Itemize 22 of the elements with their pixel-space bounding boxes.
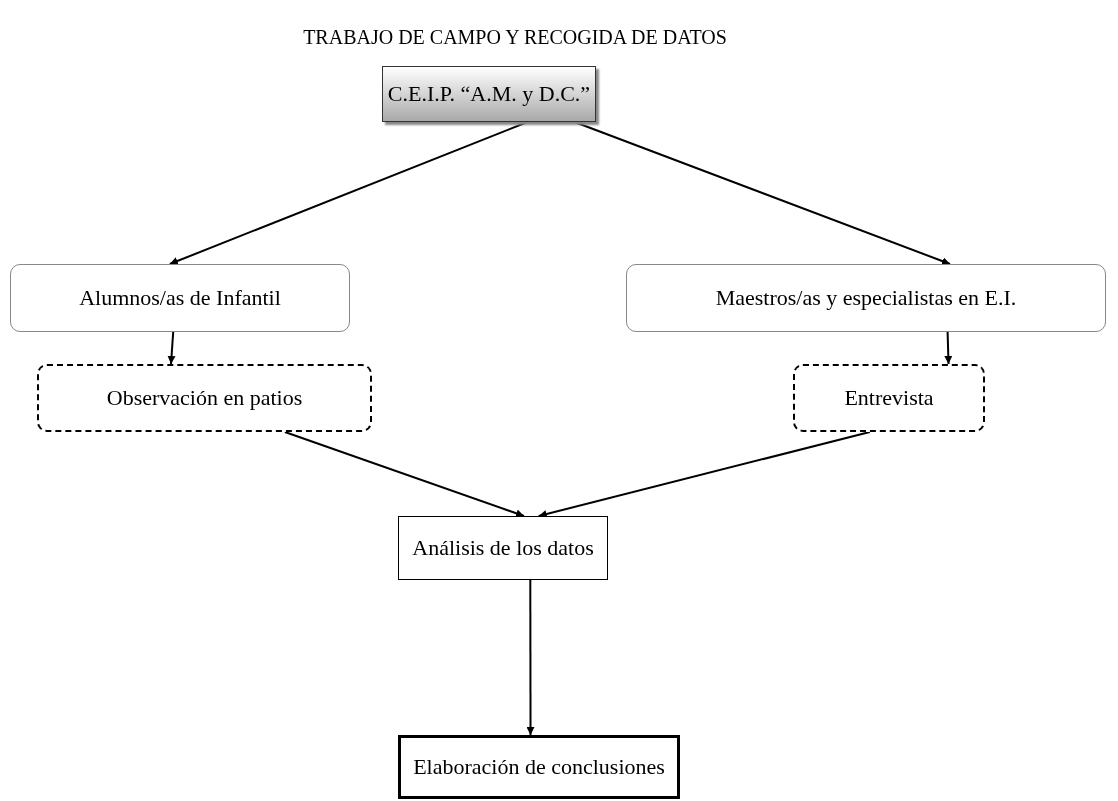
arrow	[526, 579, 535, 736]
node-label: Elaboración de conclusiones	[413, 754, 665, 780]
node-label: Análisis de los datos	[412, 535, 594, 561]
rounded-box	[10, 264, 350, 332]
node-label: Alumnos/as de Infantil	[79, 285, 281, 311]
dashed-box	[793, 364, 985, 432]
arrow	[167, 331, 176, 365]
node-label: Observación en patios	[106, 385, 303, 411]
arrow	[573, 121, 951, 265]
diagram-title: TRABAJO DE CAMPO Y RECOGIDA DE DATOS	[302, 26, 728, 49]
node-label: Maestros/as y especialistas en E.I.	[715, 285, 1017, 311]
arrow	[537, 431, 871, 518]
node-label: C.E.I.P. “A.M. y D.C.”	[387, 81, 591, 107]
arrow	[168, 121, 529, 265]
arrow	[944, 331, 953, 365]
node-label: Entrevista	[844, 385, 934, 411]
header-box	[382, 66, 596, 122]
process-box	[398, 516, 608, 580]
arrow	[283, 431, 525, 518]
dashed-box	[37, 364, 372, 432]
result-box	[398, 735, 680, 799]
rounded-box	[626, 264, 1106, 332]
